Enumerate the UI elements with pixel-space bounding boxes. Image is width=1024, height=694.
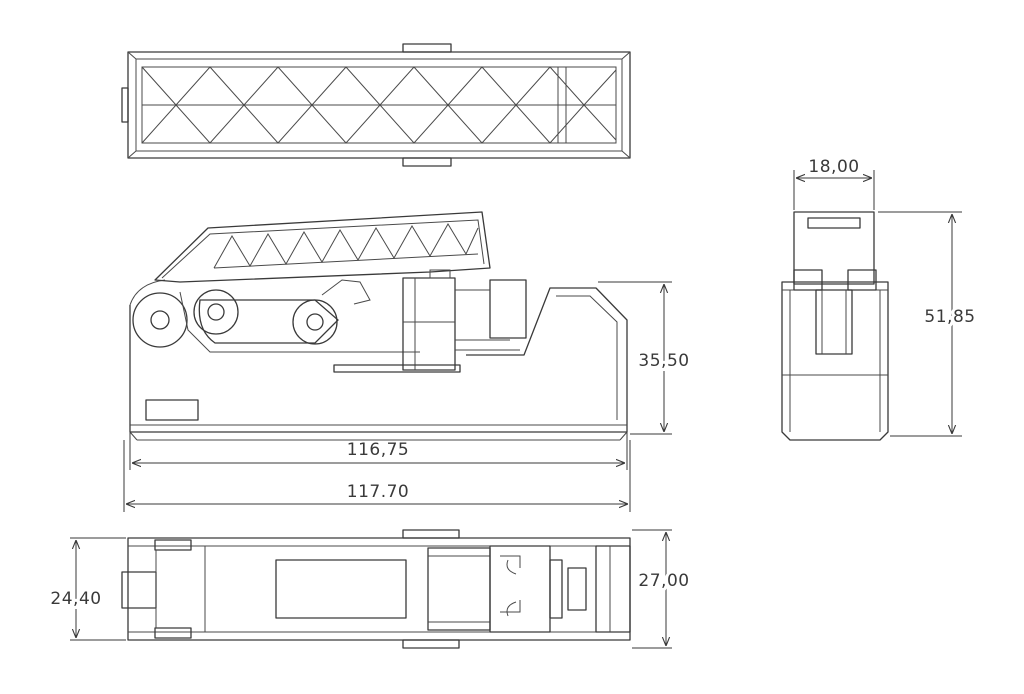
- dim-width-bottom-outer-label: 27,00: [638, 571, 689, 591]
- dim-width-end-label: 18,00: [808, 157, 859, 177]
- dim-height-end-label: 51,85: [924, 307, 975, 327]
- lattice-pattern: [141, 66, 617, 144]
- dim-width-bottom-inner-label: 24,40: [50, 589, 101, 609]
- dim-width-bottom-inner: 24,40: [47, 537, 126, 641]
- dim-length-body-label: 116,75: [347, 440, 409, 460]
- bottom-view: [121, 529, 631, 649]
- top-view: [121, 43, 631, 167]
- end-view: [781, 211, 889, 441]
- dim-width-end: 18,00: [793, 157, 875, 210]
- lever: [154, 211, 491, 283]
- dim-width-bottom-outer: 27,00: [632, 529, 692, 649]
- dim-height-side-label: 35,50: [638, 351, 689, 371]
- dim-height-side: 35,50: [598, 281, 692, 435]
- dim-length-body: 116,75: [129, 432, 628, 470]
- dim-length-overall: 117.70: [123, 440, 631, 512]
- dim-height-end: 51,85: [878, 211, 978, 437]
- dim-length-overall-label: 117.70: [347, 482, 409, 502]
- side-view: [129, 211, 628, 441]
